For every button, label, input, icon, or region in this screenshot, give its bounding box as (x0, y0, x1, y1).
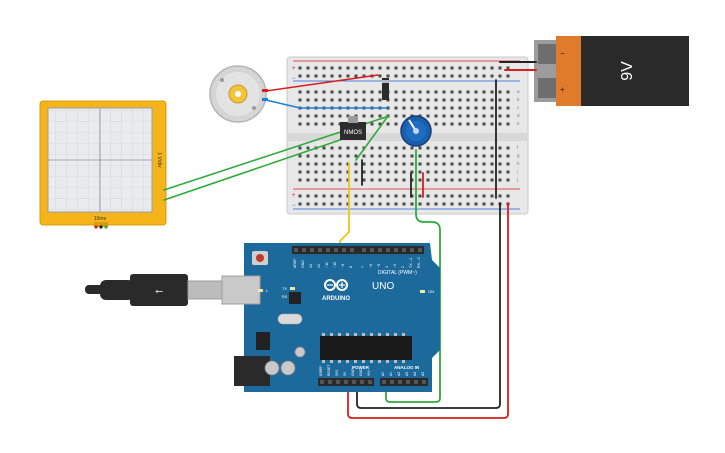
tx-label: TX (282, 287, 287, 291)
rx-label: RX (282, 295, 288, 299)
mosfet-label: NMOS (344, 130, 362, 136)
row-letter: j (516, 177, 518, 182)
pin-label: GND (359, 368, 363, 376)
atmega-chip (320, 336, 412, 360)
potentiometer[interactable] (400, 115, 432, 147)
row-letter: i (517, 169, 518, 174)
row-letter: d (517, 113, 520, 118)
pin-label: 2 (401, 266, 405, 268)
wire-motor-red[interactable] (265, 74, 379, 92)
pin-label: A1 (389, 372, 393, 376)
rail-label-bottom-plus: + (292, 193, 296, 199)
pin-label: A0 (381, 372, 385, 376)
pin-label: A4 (413, 372, 417, 376)
mosfet-nmos[interactable]: NMOS (340, 116, 366, 140)
dc-motor[interactable] (209, 65, 268, 123)
wire-gate-jumper[interactable] (355, 115, 389, 161)
row-letter: h (517, 161, 520, 166)
battery-minus-label: − (560, 49, 565, 58)
row-letter: b (517, 97, 520, 102)
pin-label: RESET (327, 365, 331, 376)
battery-voltage-label: 9V (619, 61, 636, 81)
pin-label: ~9 (341, 264, 345, 268)
pin-label: GND (351, 368, 355, 376)
pin-label: 7 (361, 266, 365, 268)
pin-label: 4 (385, 266, 389, 268)
row-letter: c (517, 105, 520, 110)
power-jack (234, 356, 270, 386)
pin-label: A3 (405, 372, 409, 376)
pin-label: 5V (343, 371, 347, 376)
rail-label-top-minus: − (292, 76, 296, 82)
l-label: L (266, 289, 268, 293)
pin-label: ~5 (377, 264, 381, 268)
pin-label: VIN (367, 370, 371, 376)
on-label: ON (428, 289, 434, 294)
row-letter: a (517, 89, 520, 94)
arduino-logo-text: ARDUINO (322, 296, 350, 302)
usb-icon: ⭠ (155, 286, 163, 297)
pin-label: A5 (421, 372, 425, 376)
pin-label: ~3 (393, 264, 397, 268)
oscilloscope[interactable]: 1 V/div 10ms (39, 100, 167, 229)
wire-motor-blue[interactable] (265, 99, 388, 109)
pin-label: GND (301, 260, 305, 268)
pin-label: AREF (293, 258, 297, 268)
wire-scope-probe-2[interactable] (163, 139, 341, 201)
analog-header-label: ANALOG IN (394, 365, 419, 370)
usb-port (221, 275, 261, 305)
row-letter: f (517, 145, 519, 150)
oscilloscope-scale-label: 1 V/div (156, 152, 162, 168)
pin-label: TX→1 (409, 258, 413, 268)
pin-label: 12 (317, 264, 321, 268)
row-letter: g (517, 153, 520, 158)
pin-label: 13 (309, 264, 313, 268)
pin-label: 3V3 (335, 370, 339, 376)
arduino-uno[interactable]: AREF GND 13 12 ~11 ~10 ~9 8 7 ~6 ~5 4 ~3… (221, 243, 440, 392)
pin-label: 8 (349, 266, 353, 268)
pin-label: ~10 (333, 262, 337, 268)
pin-label: IOREF (319, 366, 323, 376)
reset-button[interactable] (256, 254, 264, 262)
usb-cable[interactable]: ⭠ (85, 274, 224, 306)
pin-label: A2 (397, 372, 401, 376)
wire-ground-to-arduino[interactable] (356, 202, 501, 409)
digital-header-label: DIGITAL (PWM~) (378, 270, 417, 276)
wire-5v-to-arduino[interactable] (347, 202, 509, 419)
power-header-label: POWER (352, 365, 370, 370)
rail-label-top-plus: + (292, 66, 296, 72)
battery-9v[interactable]: − + 9V (534, 36, 689, 106)
row-letter: e (517, 121, 520, 126)
pin-label: ~11 (325, 262, 329, 268)
pin-label: RX←0 (417, 257, 421, 268)
arduino-logo (324, 279, 348, 291)
pin-label: ~6 (369, 264, 373, 268)
oscilloscope-time-label: 10ms (94, 216, 107, 222)
arduino-model: UNO (372, 281, 394, 292)
battery-plus-label: + (560, 85, 565, 94)
rail-label-bottom-minus: − (292, 203, 296, 209)
diode[interactable] (382, 78, 389, 100)
